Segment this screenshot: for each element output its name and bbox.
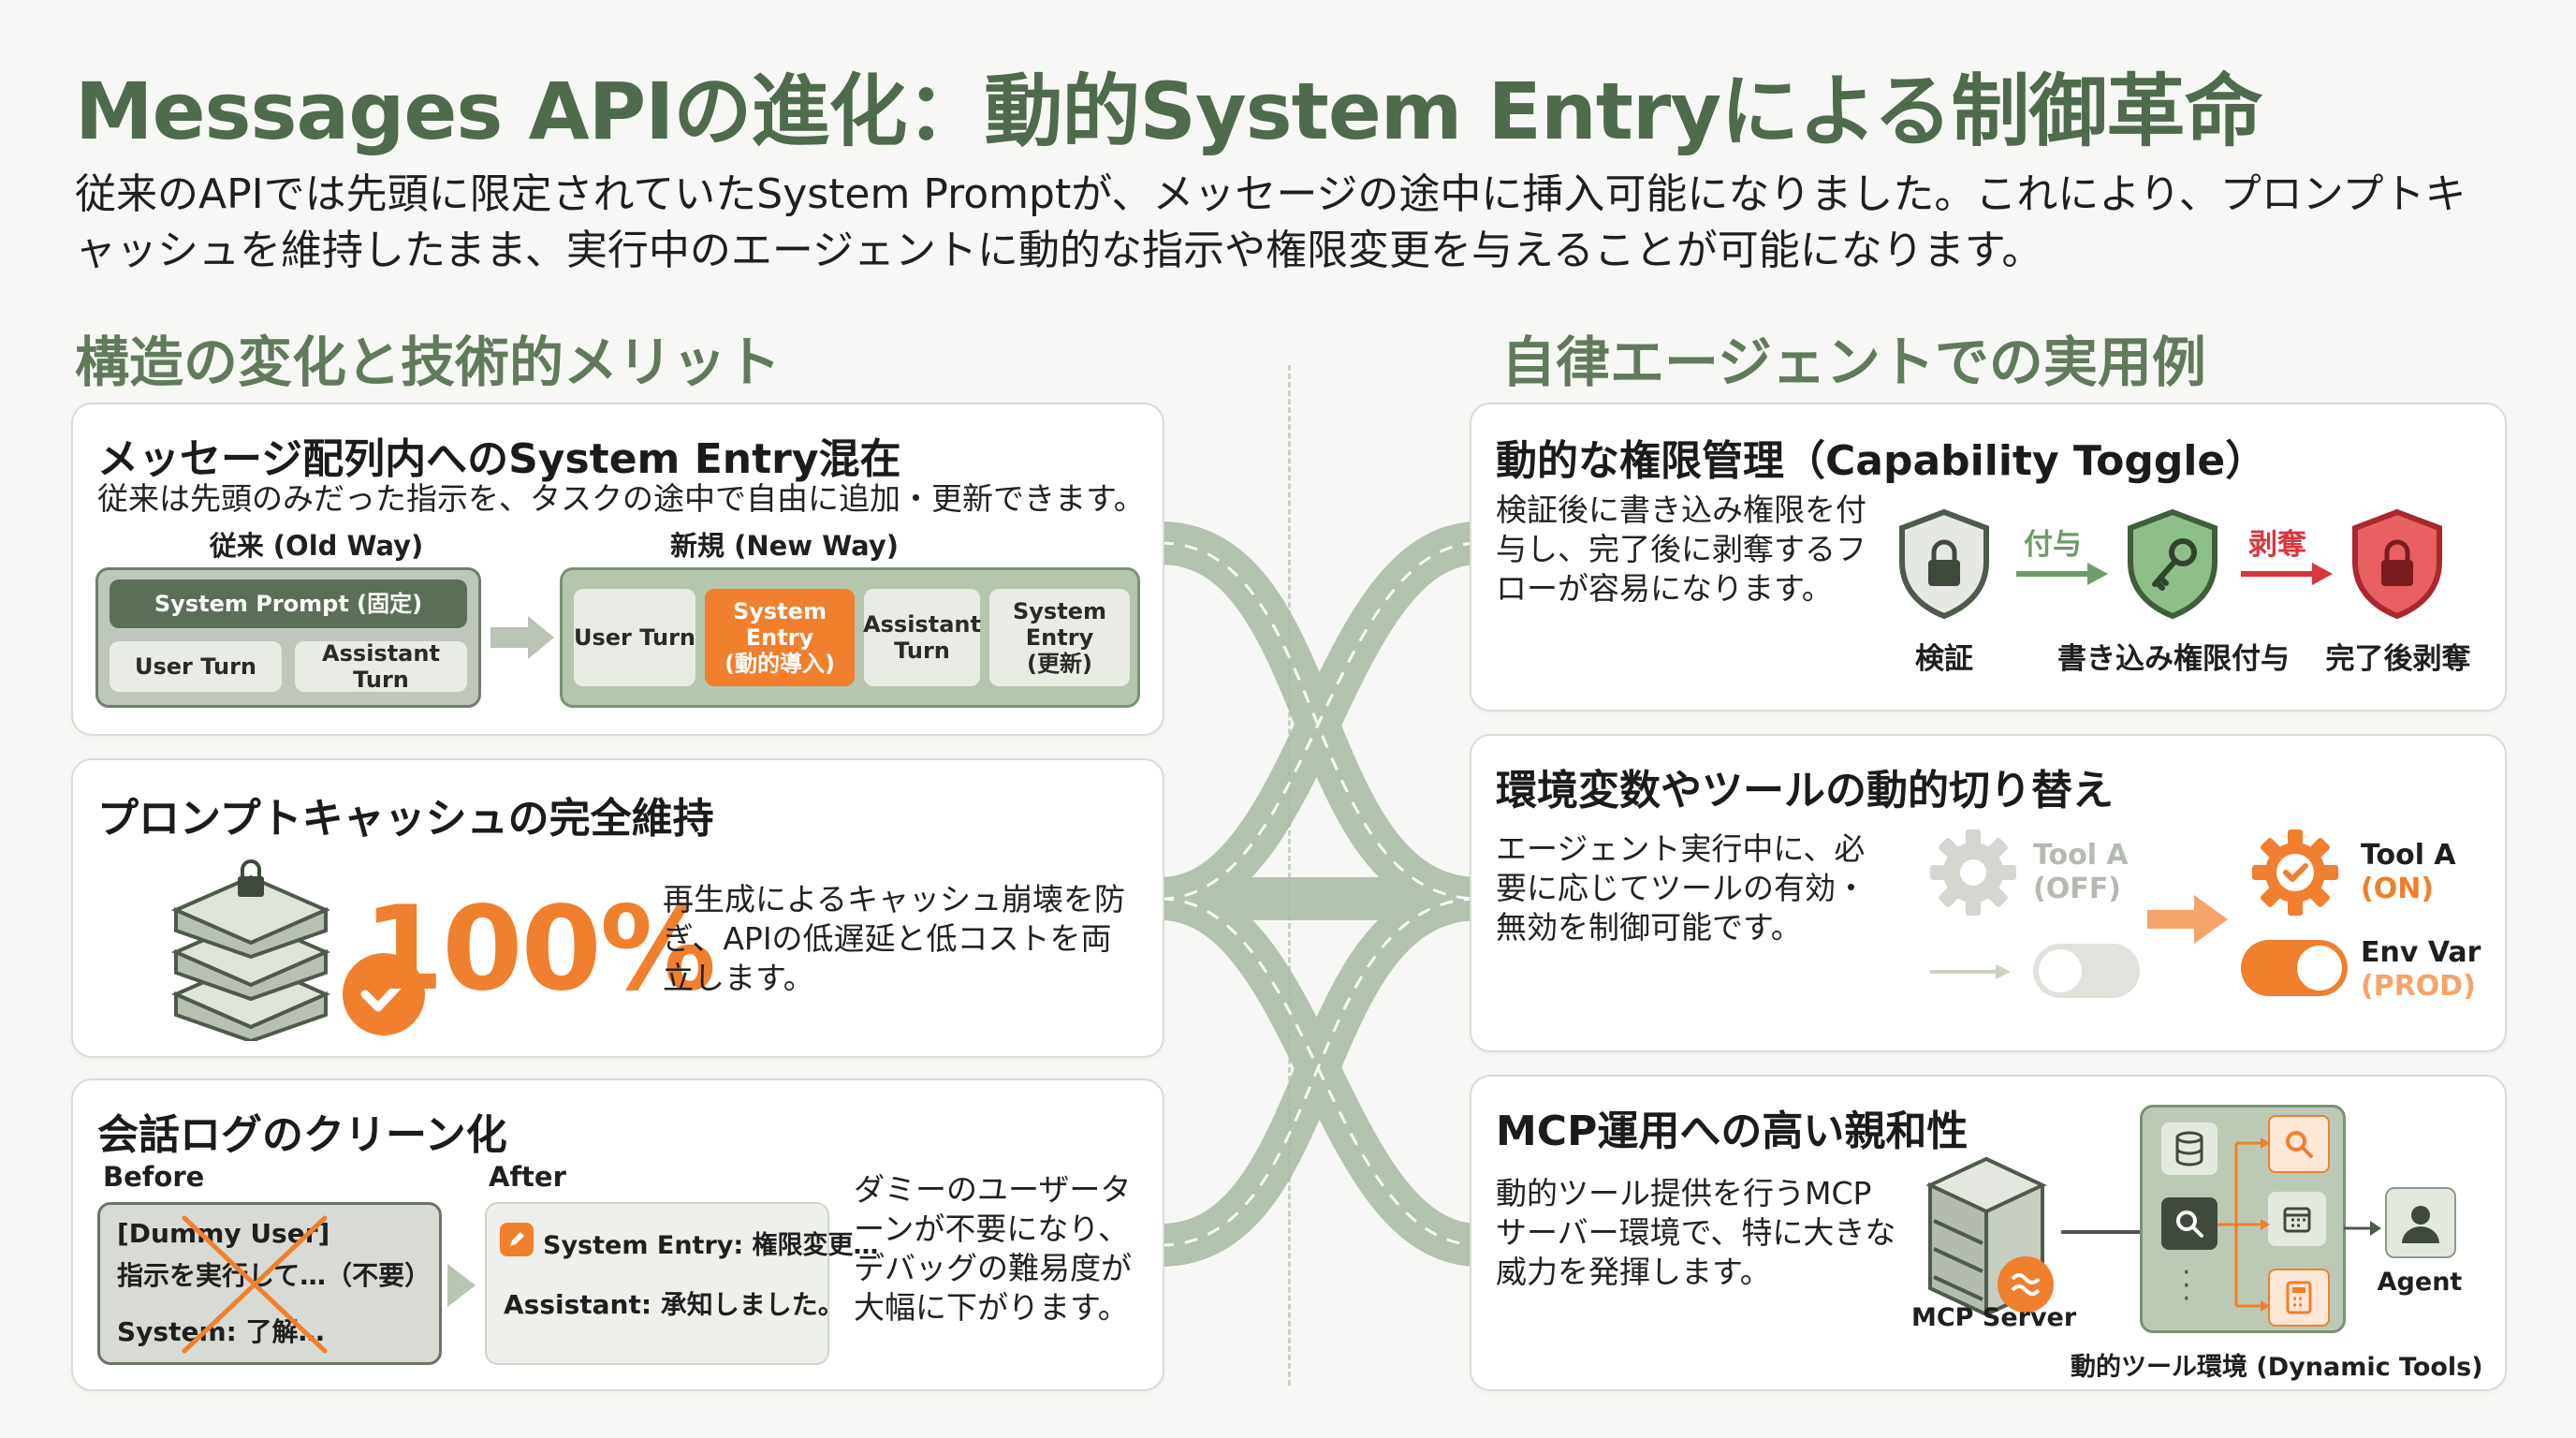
arrow-right-icon	[490, 616, 554, 659]
card-title: メッセージ配列内へのSystem Entry混在	[97, 435, 901, 483]
step-revoke-label: 完了後剥奪	[2325, 642, 2471, 676]
step-grant-label: 書き込み権限付与	[2057, 642, 2290, 676]
green-arrow-icon	[2016, 563, 2108, 585]
arrow-right-icon	[447, 1264, 476, 1307]
new-way-label: 新規 (New Way)	[670, 530, 899, 562]
agent-label: Agent	[2377, 1268, 2463, 1297]
tool-off-name: Tool A	[2033, 839, 2129, 872]
center-divider	[1288, 365, 1291, 1386]
after-line-2: Assistant: 承知しました。	[504, 1289, 844, 1320]
tool-arrows	[2217, 1137, 2270, 1312]
before-label: Before	[103, 1161, 205, 1193]
pencil-icon	[500, 1223, 534, 1256]
card-desc: 検証後に書き込み権限を付与し、完了後に剥奪するフローが容易になります。	[1496, 492, 1866, 607]
tool-on-state: (ON)	[2361, 873, 2435, 905]
calculator-icon	[2268, 1269, 2330, 1327]
tool-on-label: Tool A (ON)	[2361, 839, 2456, 906]
old-way-label: 従来 (Old Way)	[209, 530, 424, 562]
card-tool-switch: 環境変数やツールの動的切り替え エージェント実行中に、必要に応じてツールの有効・…	[1470, 734, 2507, 1052]
card-desc: 従来は先頭のみだった指示を、タスクの途中で自由に追加・更新できます。	[97, 480, 1145, 517]
card-title: 会話ログのクリーン化	[97, 1111, 507, 1159]
card-title: 環境変数やツールの動的切り替え	[1496, 767, 2114, 814]
cross-out-icon	[182, 1215, 328, 1354]
tool-off-state: (OFF)	[2033, 873, 2121, 905]
card-title: プロンプトキャッシュの完全維持	[97, 795, 714, 843]
left-section-heading: 構造の変化と技術的メリット	[75, 330, 782, 394]
step-verify-label: 検証	[1915, 642, 1973, 676]
card-title: MCP運用への高い親和性	[1496, 1108, 1969, 1155]
card-desc: 再生成によるキャッシュ崩壊を防ぎ、APIの低遅延と低コストを両立します。	[663, 881, 1126, 996]
new-system-entry-update: System Entry (更新)	[989, 589, 1130, 686]
server-icon	[1925, 1156, 2054, 1316]
tool-off-label: Tool A (OFF)	[2033, 839, 2129, 906]
card-desc: エージェント実行中に、必要に応じてツールの有効・無効を制御可能です。	[1496, 830, 1866, 946]
card-system-entry-mix: メッセージ配列内へのSystem Entry混在 従来は先頭のみだった指示を、タ…	[71, 403, 1164, 736]
green-shield-key-icon	[2128, 508, 2217, 620]
new-way-box: User Turn System Entry (動的導入) Assistant …	[560, 567, 1140, 708]
old-way-box: System Prompt (固定) User Turn Assistant T…	[95, 567, 481, 708]
page-title: Messages APIの進化：動的System Entryによる制御革命	[75, 66, 2263, 157]
env-name: Env Var	[2361, 936, 2481, 969]
dynamic-tools-box: ···	[2140, 1105, 2346, 1333]
card-desc: 動的ツール提供を行うMCPサーバー環境で、特に大きな威力を発揮します。	[1496, 1175, 1896, 1290]
red-shield-lock-icon	[2352, 508, 2442, 620]
env-var-label: Env Var (PROD)	[2361, 936, 2481, 1004]
calendar-icon	[2268, 1192, 2326, 1246]
red-arrow-icon	[2241, 563, 2333, 585]
mcp-server-label: MCP Server	[1911, 1303, 2077, 1332]
revoke-label: 剥奪	[2248, 528, 2306, 562]
right-section-heading: 自律エージェントでの実用例	[1501, 330, 2206, 394]
after-box: System Entry: 権限変更… Assistant: 承知しました。	[485, 1202, 879, 1365]
search-icon	[2268, 1115, 2330, 1173]
new-system-entry-dynamic: System Entry (動的導入)	[705, 589, 855, 686]
dynamic-tools-label: 動的ツール環境 (Dynamic Tools)	[2071, 1353, 2483, 1382]
new-assistant-turn: Assistant Turn	[863, 589, 981, 686]
old-system-prompt: System Prompt (固定)	[110, 580, 467, 628]
before-line-3: System: 了解…	[117, 1316, 325, 1347]
card-mcp: MCP運用への高い親和性 動的ツール提供を行うMCPサーバー環境で、特に大きな威…	[1470, 1075, 2507, 1391]
tool-on-name: Tool A	[2361, 839, 2456, 872]
after-line-1: System Entry: 権限変更…	[543, 1231, 879, 1260]
gear-off-icon	[1930, 829, 2016, 916]
connector-line	[2061, 1230, 2155, 1234]
toggle-off[interactable]	[2033, 944, 2140, 998]
new-user-turn: User Turn	[574, 589, 695, 686]
env-state: (PROD)	[2361, 970, 2476, 1003]
old-assistant-turn: Assistant Turn	[295, 640, 467, 693]
card-capability-toggle: 動的な権限管理（Capability Toggle） 検証後に書き込み権限を付与…	[1470, 403, 2507, 712]
to-agent-arrow	[2344, 1221, 2381, 1236]
old-user-turn: User Turn	[110, 641, 282, 692]
card-desc: ダミーのユーザーターンが不要になり、デバッグの難易度が大幅に下がります。	[854, 1171, 1132, 1326]
database-icon	[2161, 1123, 2217, 1175]
orange-arrow-icon	[2147, 895, 2228, 944]
card-clean-log: 会話ログのクリーン化 Before After [Dummy User] 指示を…	[71, 1078, 1164, 1391]
connector-roads	[1161, 521, 1479, 1267]
toggle-on[interactable]	[2241, 940, 2348, 996]
more-dots: ···	[2182, 1256, 2191, 1315]
gray-shield-lock-icon	[1899, 508, 1989, 620]
intro-text: 従来のAPIでは先頭に限定されていたSystem Promptが、メッセージの途…	[75, 170, 2466, 274]
agent-avatar-icon	[2385, 1187, 2456, 1258]
after-label: After	[489, 1161, 566, 1193]
before-box: [Dummy User] 指示を実行して…（不要） System: 了解…	[97, 1202, 442, 1365]
search-tool-active-icon	[2161, 1197, 2217, 1250]
card-title: 動的な権限管理（Capability Toggle）	[1496, 437, 2267, 485]
card-prompt-cache: プロンプトキャッシュの完全維持 100% 再生成によるキャッシュ崩壊を防ぎ、AP…	[71, 758, 1164, 1058]
gear-on-icon	[2252, 829, 2338, 916]
cache-percent: 100%	[363, 882, 716, 1017]
database-lock-icon	[171, 859, 425, 1041]
gray-arrow-icon	[1930, 964, 2011, 979]
grant-label: 付与	[2024, 528, 2082, 562]
